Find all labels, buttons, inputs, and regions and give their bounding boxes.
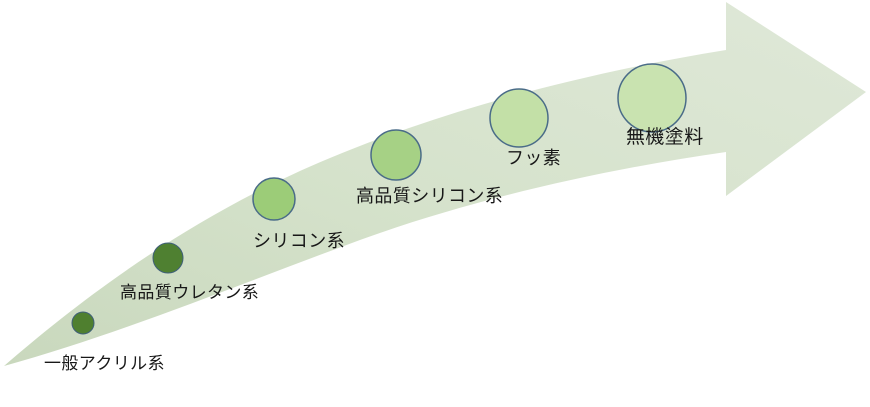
upward-progression-arrow — [4, 2, 866, 366]
node-circle-high-quality-urethane — [152, 242, 184, 274]
node-circle-silicone — [252, 177, 296, 221]
node-label-silicone: シリコン系 — [253, 231, 345, 252]
node-label-general-acrylic: 一般アクリル系 — [44, 354, 165, 374]
node-label-inorganic-paint: 無機塗料 — [626, 126, 704, 148]
node-circle-group — [71, 63, 687, 335]
node-circle-fluorine — [489, 88, 549, 148]
node-label-high-quality-silicone: 高品質シリコン系 — [356, 186, 504, 207]
node-circle-general-acrylic — [71, 311, 95, 335]
node-circle-high-quality-silicone — [370, 129, 422, 181]
node-label-fluorine: フッ素 — [506, 148, 562, 169]
node-label-high-quality-urethane: 高品質ウレタン系 — [120, 283, 260, 303]
node-circle-inorganic-paint — [617, 63, 687, 133]
